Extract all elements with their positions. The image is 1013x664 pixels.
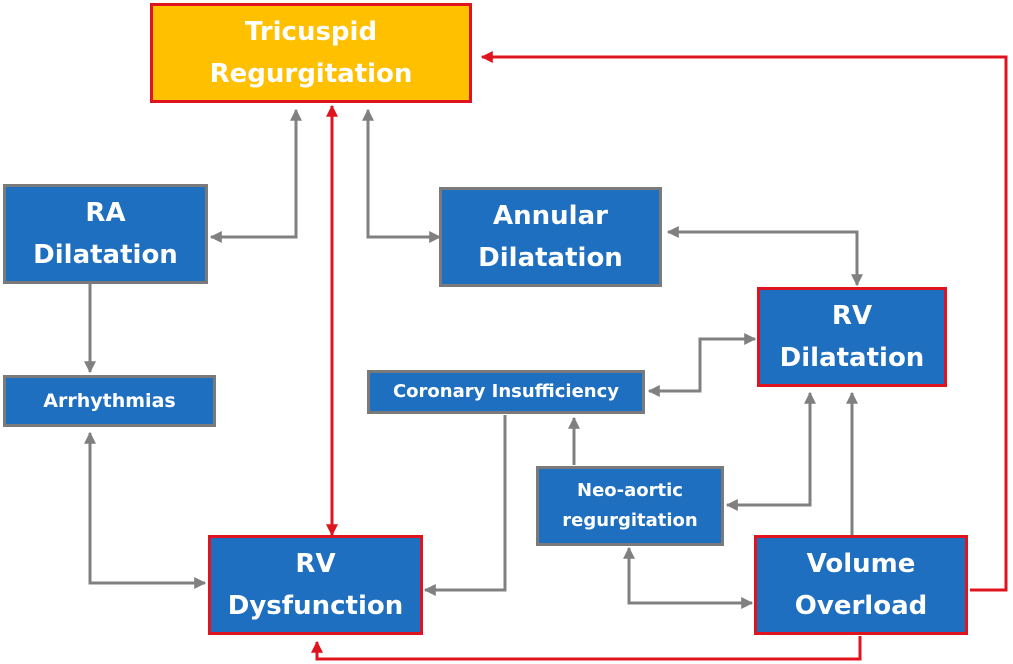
node-coronary-insufficiency: Coronary Insufficiency bbox=[367, 370, 645, 414]
node-annular-dilatation-line2: Dilatation bbox=[478, 243, 623, 273]
node-annular-dilatation: Annular Dilatation bbox=[439, 187, 662, 287]
node-rv-dilatation-line1: RV bbox=[831, 301, 873, 331]
connector-arrhythmias-rv-dysfunction bbox=[84, 431, 207, 589]
connector-coronary-rv-dysfunction bbox=[423, 415, 507, 596]
node-volume-overload: Volume Overload bbox=[754, 535, 968, 635]
node-neo-aortic-regurgitation-line1: Neo-aortic bbox=[577, 480, 683, 501]
connector-neoaortic-rv-dilatation bbox=[725, 391, 816, 511]
node-rv-dilatation-line2: Dilatation bbox=[779, 343, 925, 373]
node-ra-dilatation-line1: RA bbox=[85, 198, 126, 228]
connector-tr-ra bbox=[209, 108, 302, 243]
connector-tr-annular bbox=[362, 108, 442, 243]
node-volume-overload-line2: Overload bbox=[794, 591, 928, 621]
node-neo-aortic-regurgitation-line2: regurgitation bbox=[562, 510, 698, 531]
connector-volume-rv-dysfunction bbox=[311, 636, 862, 661]
node-neo-aortic-regurgitation: Neo-aortic regurgitation bbox=[536, 466, 724, 546]
node-volume-overload-line1: Volume bbox=[806, 549, 916, 579]
node-ra-dilatation: RA Dilatation bbox=[3, 184, 208, 284]
node-annular-dilatation-line1: Annular bbox=[493, 201, 608, 231]
node-rv-dysfunction: RV Dysfunction bbox=[208, 535, 423, 635]
connector-coronary-rv-dilatation bbox=[647, 333, 757, 397]
node-tricuspid-regurgitation-line2: Regurgitation bbox=[209, 59, 413, 89]
node-tricuspid-regurgitation: Tricuspid Regurgitation bbox=[150, 3, 472, 103]
connector-annular-rv-dilatation bbox=[666, 226, 863, 287]
connector-neoaortic-volume bbox=[623, 546, 754, 609]
node-coronary-insufficiency-label: Coronary Insufficiency bbox=[392, 381, 620, 402]
node-ra-dilatation-line2: Dilatation bbox=[33, 240, 178, 270]
node-arrhythmias: Arrhythmias bbox=[3, 375, 216, 427]
node-rv-dysfunction-line1: RV bbox=[295, 549, 336, 579]
node-rv-dysfunction-line2: Dysfunction bbox=[227, 591, 404, 621]
node-tricuspid-regurgitation-line1: Tricuspid bbox=[244, 17, 378, 47]
connector-volume-tr bbox=[480, 51, 1008, 592]
node-rv-dilatation: RV Dilatation bbox=[757, 287, 947, 387]
node-arrhythmias-label: Arrhythmias bbox=[43, 390, 176, 412]
